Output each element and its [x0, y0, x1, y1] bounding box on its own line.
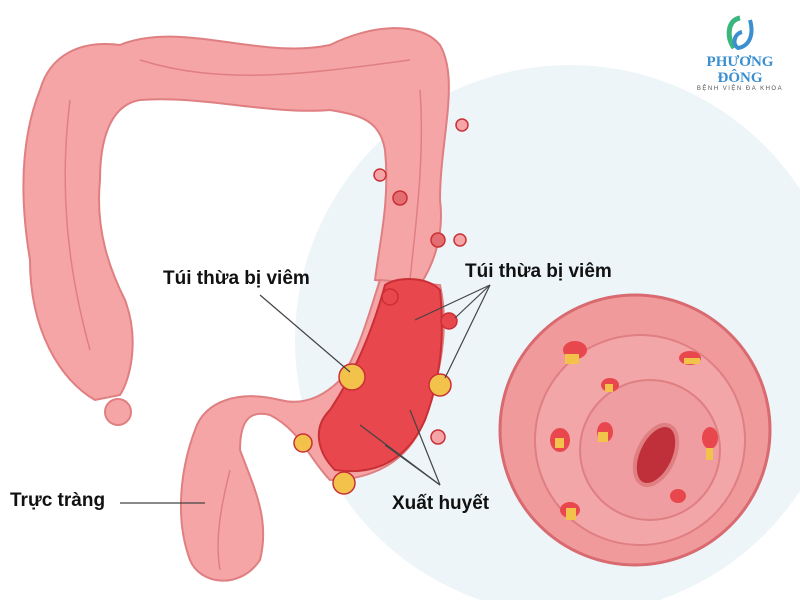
- label-bleeding: Xuất huyết: [392, 493, 490, 514]
- label-inflamed-diverticula-right: Túi thừa bị viêm: [465, 261, 612, 282]
- label-rectum: Trực tràng: [10, 490, 106, 511]
- hospital-logo: PHƯƠNG ĐÔNG BỆNH VIỆN ĐA KHOA: [690, 14, 790, 92]
- diverticula: [293, 118, 469, 495]
- logo-name: PHƯƠNG ĐÔNG: [706, 54, 774, 86]
- leader-lines: [120, 284, 491, 504]
- inflamed-segment: [317, 278, 443, 473]
- colon-cross-section: [498, 293, 772, 567]
- logo-subtitle: BỆNH VIỆN ĐA KHOA: [696, 86, 784, 92]
- colon-folds: [64, 59, 423, 571]
- logo-mark-icon: [726, 15, 754, 51]
- label-inflamed-diverticula-left: Túi thừa bị viêm: [163, 268, 310, 289]
